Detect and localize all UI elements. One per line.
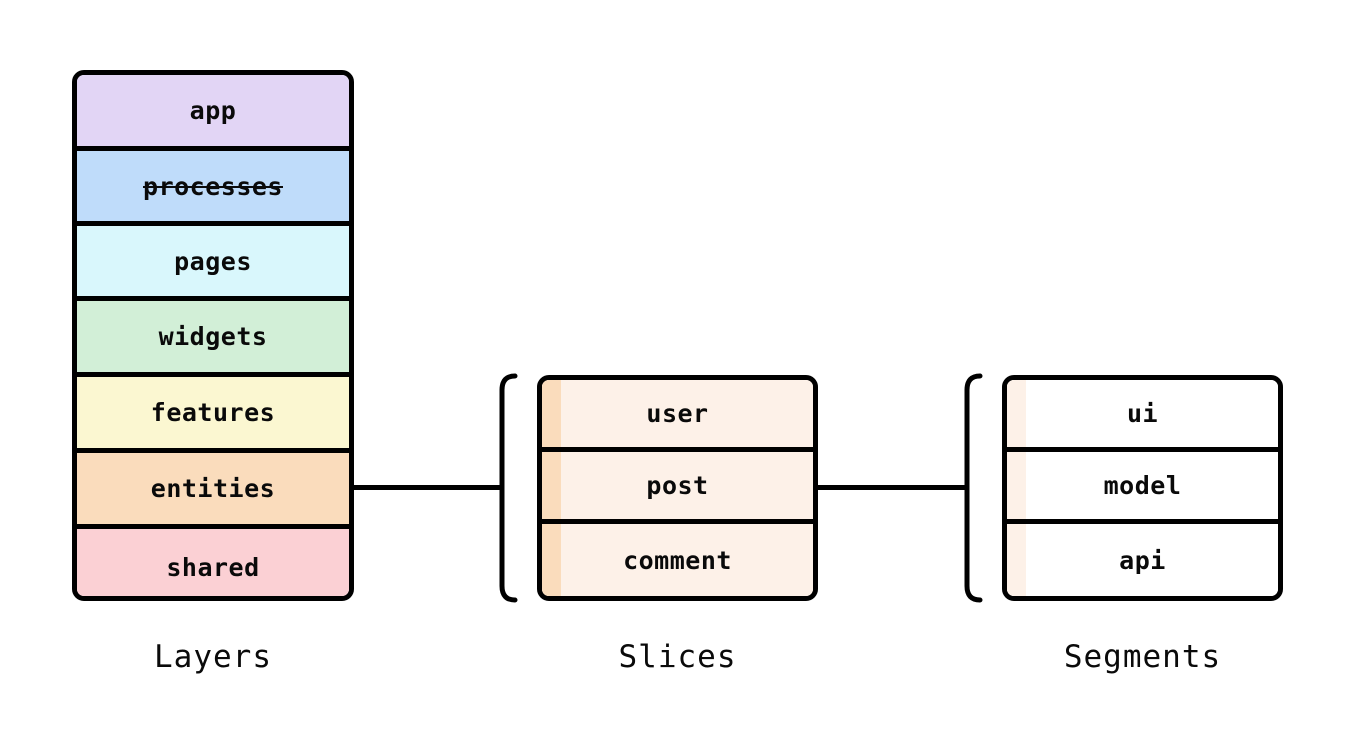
segment-row-ui[interactable]: ui (1007, 380, 1278, 452)
layer-label-features: features (150, 398, 276, 427)
slice-accent-stripe (542, 524, 561, 596)
layer-row-features[interactable]: features (77, 377, 349, 453)
layer-label-app: app (189, 96, 237, 125)
segment-label-ui: ui (1126, 399, 1159, 428)
segment-label-model: model (1103, 471, 1182, 500)
layer-row-pages[interactable]: pages (77, 226, 349, 301)
segment-row-model[interactable]: model (1007, 452, 1278, 524)
layer-row-widgets[interactable]: widgets (77, 301, 349, 377)
segment-accent-stripe (1007, 380, 1026, 447)
segment-accent-stripe (1007, 452, 1026, 519)
connector-slices-to-segments (818, 485, 968, 490)
slice-label-comment: comment (623, 545, 732, 575)
segments-bracket (961, 372, 985, 604)
slice-accent-stripe (542, 380, 561, 447)
layer-row-processes[interactable]: processes (77, 151, 349, 226)
layer-label-entities: entities (150, 474, 276, 503)
slice-label-post: post (646, 471, 709, 500)
layers-stack: app processes pages widgets features ent… (72, 70, 354, 601)
slice-accent-stripe (542, 452, 561, 519)
connector-layers-to-slices (354, 485, 502, 490)
slice-row-comment[interactable]: comment (542, 524, 813, 596)
slices-bracket (496, 372, 520, 604)
slices-caption: Slices (618, 639, 737, 675)
layer-row-entities[interactable]: entities (77, 453, 349, 529)
segment-accent-stripe (1007, 524, 1026, 596)
slices-stack: user post comment (537, 375, 818, 601)
layer-label-widgets: widgets (158, 322, 268, 351)
slice-label-user: user (646, 399, 709, 428)
layers-caption: Layers (154, 639, 272, 675)
layer-label-processes: processes (143, 171, 283, 201)
layer-row-app[interactable]: app (77, 75, 349, 151)
slice-row-user[interactable]: user (542, 380, 813, 452)
segment-label-api: api (1119, 545, 1166, 575)
layer-row-shared[interactable]: shared (77, 529, 349, 596)
layer-label-pages: pages (174, 246, 252, 276)
layer-label-shared: shared (166, 553, 260, 582)
slice-row-post[interactable]: post (542, 452, 813, 524)
segments-caption: Segments (1063, 639, 1222, 675)
segment-row-api[interactable]: api (1007, 524, 1278, 596)
segments-stack: ui model api (1002, 375, 1283, 601)
